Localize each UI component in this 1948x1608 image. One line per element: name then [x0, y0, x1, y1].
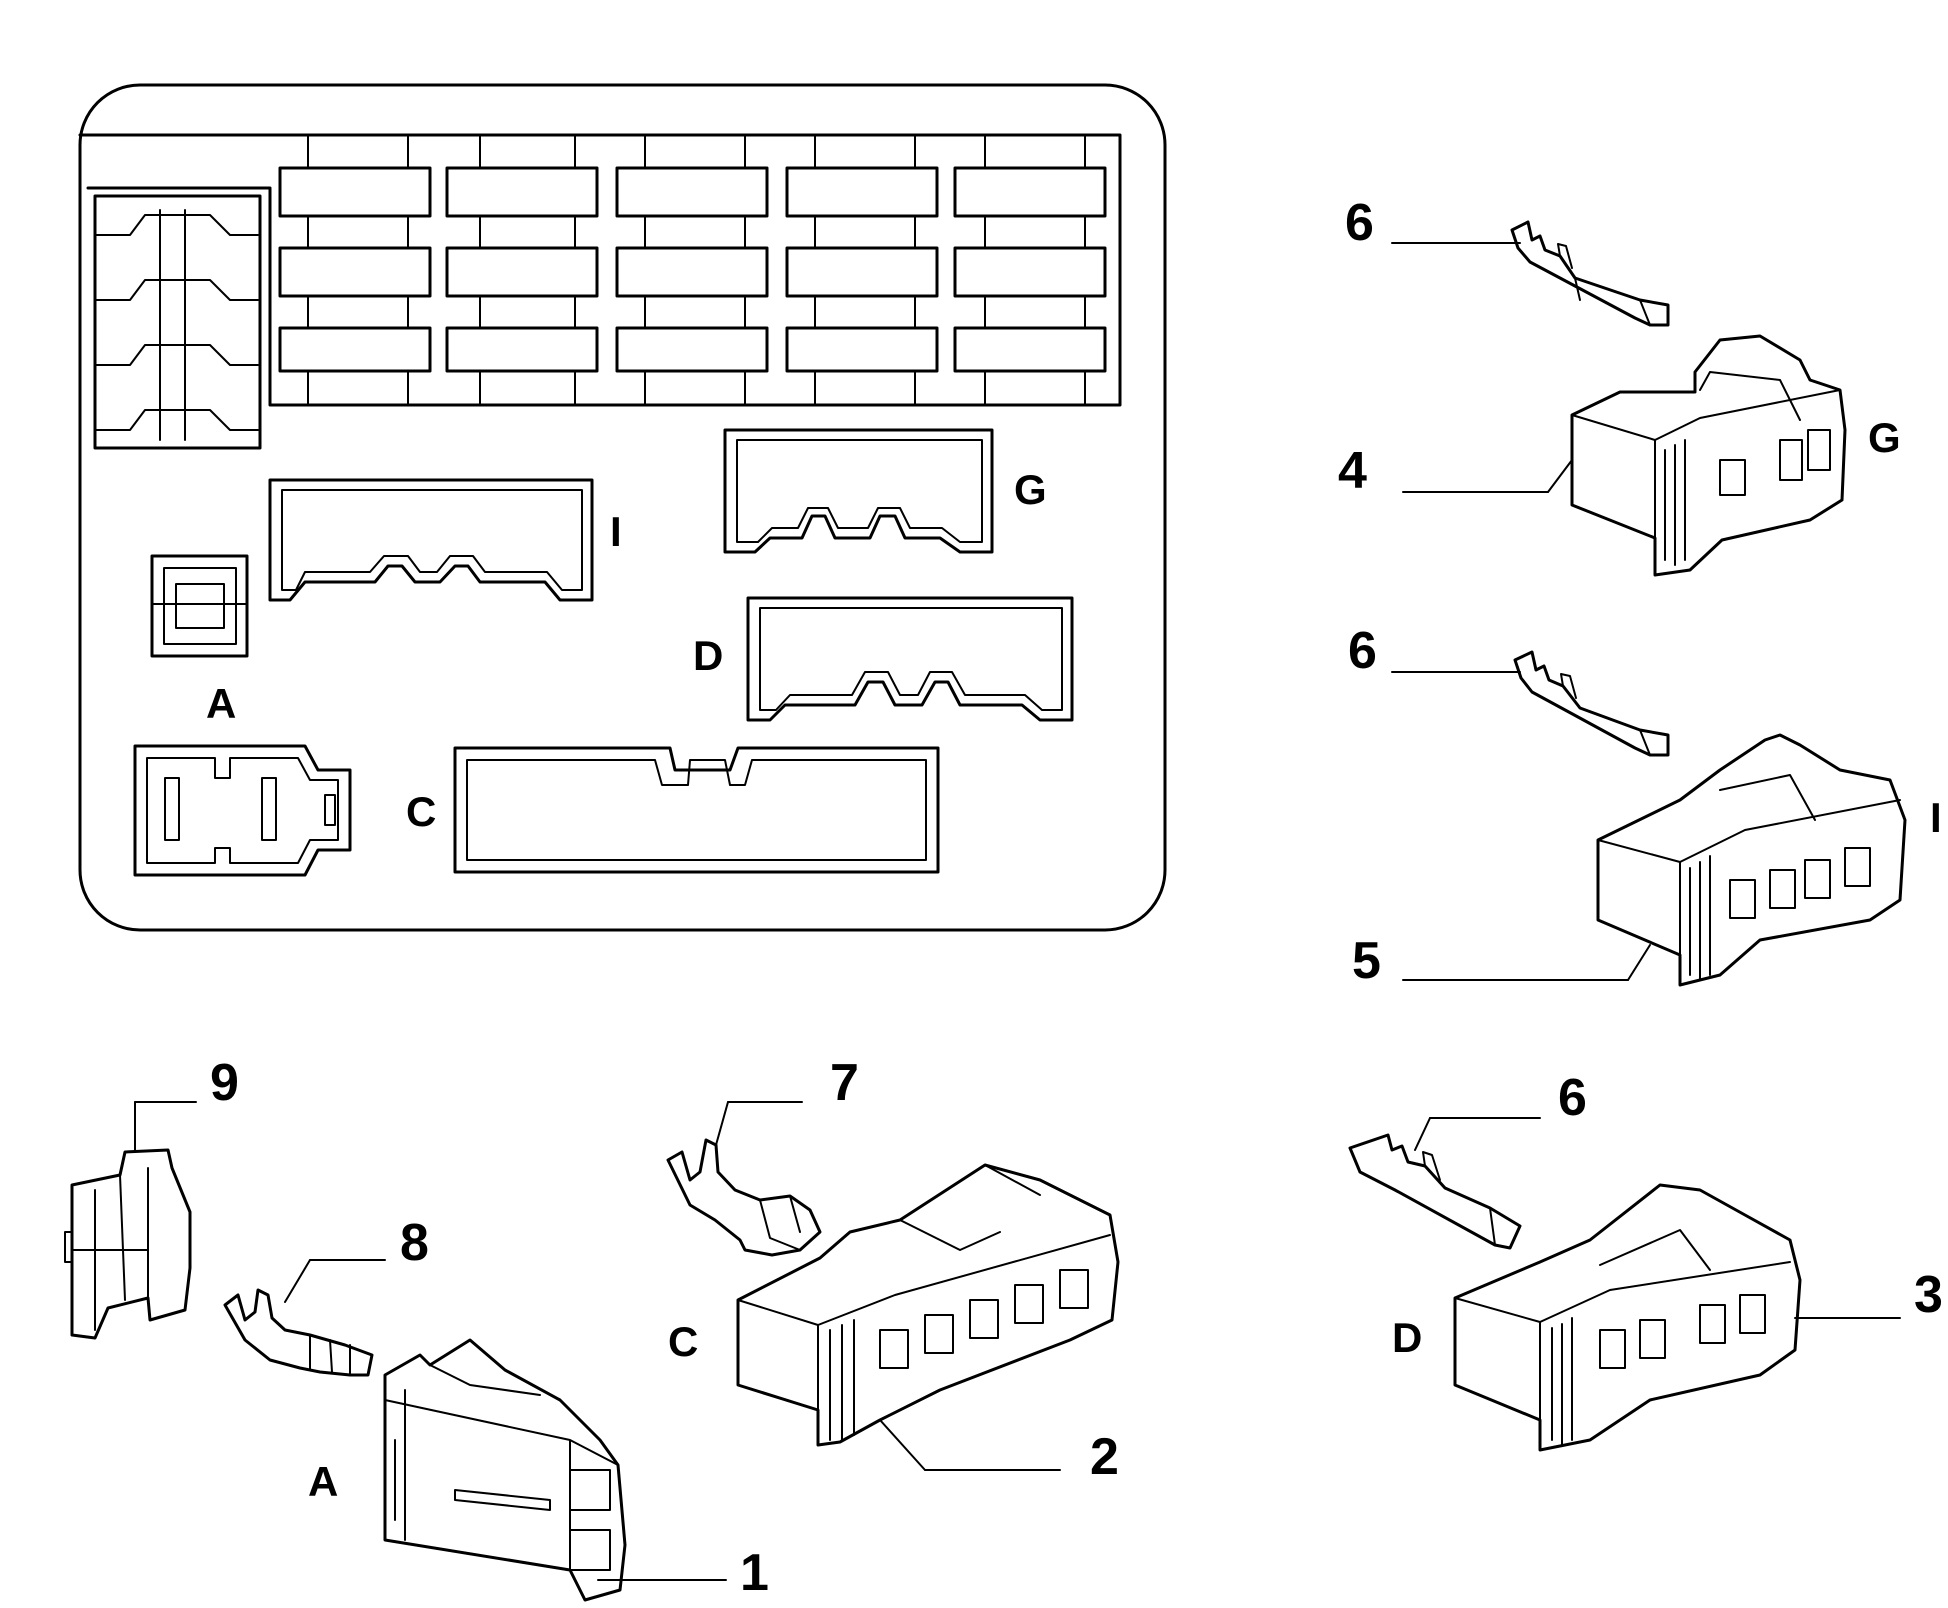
part-7-terminal [666, 1101, 822, 1257]
connector-4 [1402, 334, 1847, 577]
connector-letter-c: C [668, 1318, 698, 1365]
terminal-6-bottom [1348, 1117, 1541, 1250]
socket-g [723, 428, 994, 554]
part-number-4: 4 [1338, 442, 1367, 500]
socket-c [453, 746, 940, 874]
part-number-2: 2 [1090, 1428, 1119, 1486]
connector-letter-g: G [1868, 414, 1901, 461]
part-9-clip [64, 1101, 197, 1340]
part-number-5: 5 [1352, 932, 1381, 990]
connector-letter-d: D [1392, 1314, 1422, 1361]
connector-3 [1453, 1183, 1901, 1452]
connector-letter-a: A [308, 1458, 338, 1505]
socket-i [268, 478, 594, 602]
part-number-8: 8 [400, 1214, 429, 1272]
fuse-box-panel: I G D A C [78, 83, 1167, 932]
part-number-6-middle: 6 [1348, 622, 1377, 680]
terminal-6-middle [1391, 650, 1670, 757]
socket-a [150, 554, 249, 658]
relay-strip [94, 209, 259, 441]
fuse-letter-c: C [406, 788, 436, 835]
fuse-grid [278, 134, 1107, 406]
part-2-connector [736, 1163, 1120, 1471]
part-number-1: 1 [740, 1544, 769, 1602]
part-8-terminal [223, 1259, 386, 1377]
part-number-7: 7 [830, 1054, 859, 1112]
part-number-9: 9 [210, 1054, 239, 1112]
fuse-letter-g: G [1014, 466, 1047, 513]
fuse-letter-i: I [610, 508, 622, 555]
fuse-letter-d: D [693, 632, 723, 679]
part-number-6-top: 6 [1345, 194, 1374, 252]
part-number-6-bottom: 6 [1558, 1069, 1587, 1127]
socket-d [746, 596, 1074, 722]
part-1-connector [383, 1338, 727, 1602]
connector-letter-i: I [1930, 794, 1942, 841]
fuse-letter-a: A [206, 680, 236, 727]
terminal-6-top [1391, 220, 1670, 327]
part-number-3: 3 [1914, 1266, 1943, 1324]
connector-5 [1402, 733, 1907, 987]
relay-socket [133, 744, 352, 877]
